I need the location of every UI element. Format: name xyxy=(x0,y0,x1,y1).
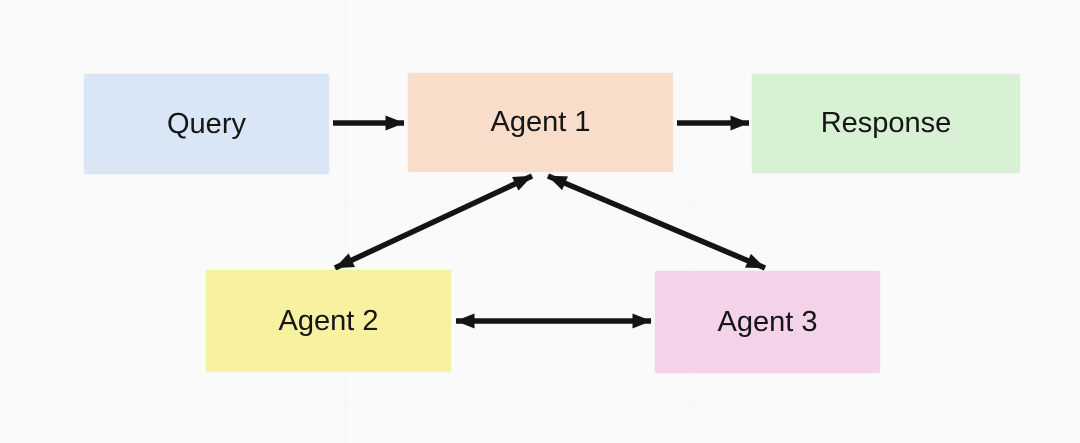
edge-agent1-agent2-twoway xyxy=(333,173,534,271)
node-response: Response xyxy=(752,74,1020,173)
edge-agent1-agent3-twoway xyxy=(546,173,767,271)
node-agent2-label: Agent 2 xyxy=(278,304,379,337)
node-agent3: Agent 3 xyxy=(655,271,880,373)
node-agent3-label: Agent 3 xyxy=(717,305,818,338)
node-response-label: Response xyxy=(820,107,952,139)
node-query-label: Query xyxy=(167,107,246,140)
node-agent1: Agent 1 xyxy=(408,73,673,172)
node-query: Query xyxy=(84,74,329,174)
node-agent2: Agent 2 xyxy=(206,270,451,372)
node-agent1-label: Agent 1 xyxy=(490,106,591,138)
